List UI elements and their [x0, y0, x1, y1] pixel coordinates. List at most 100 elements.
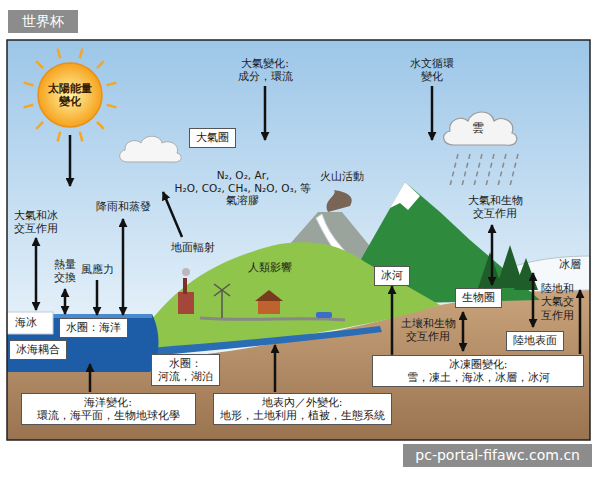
house — [258, 300, 280, 314]
process-label: 熱量 交換 — [54, 258, 76, 284]
sun-rays — [97, 61, 104, 68]
rain — [498, 154, 506, 186]
watermark: 世界杯 — [8, 10, 78, 33]
sun-rays — [36, 122, 43, 129]
cloud-shape: 雲 — [436, 105, 520, 151]
node-label: 雲 — [472, 121, 484, 135]
process-arrow — [163, 192, 182, 237]
sun-rays — [97, 122, 104, 129]
rain — [474, 154, 482, 186]
road — [200, 318, 345, 320]
node-label: 陸地表面 — [513, 334, 557, 347]
factory — [178, 292, 194, 314]
process-arrow — [122, 219, 125, 315]
sun-rays — [107, 105, 117, 108]
sun-rays — [58, 49, 61, 59]
change-box: 海洋變化:環流，海平面，生物地球化學 — [21, 393, 196, 425]
house — [255, 290, 283, 314]
watermark: pc-portal-fifawc.com.cn — [403, 444, 592, 467]
cloud-outline — [444, 112, 517, 145]
sea-ice — [7, 312, 53, 334]
car — [316, 312, 332, 318]
volcano — [327, 190, 352, 212]
mountain — [390, 182, 420, 210]
sun-rays — [80, 49, 83, 59]
node-heading: 地表內／外變化: — [220, 396, 385, 409]
flow-arrow — [391, 286, 394, 355]
process-arrow — [36, 86, 580, 392]
factory — [182, 268, 190, 276]
node-heading: 冰凍圈變化: — [379, 358, 577, 371]
gas-list: N₂, O₂, Ar, H₂O, CO₂, CH₄, N₂O, O₃, 等 氣溶… — [175, 169, 312, 207]
sun-rays — [36, 61, 43, 68]
process-label: 土壤和生物 交互作用 — [401, 317, 456, 343]
process-arrow — [69, 135, 72, 186]
small-cloud — [120, 136, 182, 162]
process-arrow — [64, 289, 67, 314]
windmill — [214, 284, 230, 296]
process-label: 大氣變化: 成分，環流 — [238, 57, 293, 83]
node-heading: 海洋變化: — [28, 396, 189, 409]
sun-rays — [24, 49, 117, 142]
process-label: 地面輻射 — [171, 241, 215, 254]
node-heading: 水圈： — [158, 357, 213, 370]
node-body: 河流，湖泊 — [158, 370, 213, 383]
glacier-box: 冰河 — [374, 266, 410, 285]
process-label: 水文循環 變化 — [410, 57, 454, 83]
process-arrow — [532, 273, 535, 327]
biosphere-box: 生物圈 — [455, 288, 502, 307]
process-arrow — [491, 225, 494, 285]
node-label: 大氣圈 — [196, 131, 229, 144]
windmill — [214, 284, 230, 318]
node-body: 雪，凍土，海冰，冰層，冰河 — [379, 371, 577, 384]
trees — [514, 258, 538, 290]
car — [316, 312, 332, 318]
process-arrow — [96, 280, 99, 315]
river — [150, 326, 382, 356]
factory — [183, 278, 187, 294]
sun-rays — [107, 83, 117, 86]
process-arrow — [274, 345, 277, 392]
process-label: 降雨和蒸發 — [96, 200, 151, 213]
process-arrow — [264, 86, 267, 140]
rain — [486, 154, 494, 186]
hill — [140, 242, 440, 352]
process-arrow — [462, 312, 465, 351]
node-label: 生物圈 — [462, 291, 495, 304]
process-label: 人類影響 — [248, 261, 292, 274]
small-cloud — [120, 136, 182, 162]
rain — [510, 154, 518, 186]
land-surface-box: 陸地表面 — [506, 331, 564, 350]
sky — [7, 40, 590, 440]
house — [255, 290, 283, 301]
rain — [450, 154, 518, 186]
process-label: 風應力 — [81, 263, 114, 276]
process-arrow — [89, 364, 92, 392]
river — [150, 326, 382, 356]
node-body: 地形，土地利用，植被，生態系統 — [220, 409, 385, 422]
process-label: 大氣和冰 交互作用 — [14, 209, 58, 235]
rain — [462, 154, 470, 186]
windmill — [221, 290, 223, 318]
frame — [7, 40, 590, 440]
node-label: 太陽能量 變化 — [48, 82, 92, 108]
part-label: 海冰 — [15, 316, 37, 329]
process-label: 火山活動 — [320, 170, 364, 183]
hill — [140, 242, 440, 352]
sun-circle: 太陽能量 變化 — [37, 62, 103, 128]
windmill — [214, 284, 230, 296]
sun-rays — [80, 132, 83, 142]
rain — [450, 154, 458, 186]
factory — [178, 268, 194, 314]
ocean-box: 水圈：海洋 — [59, 318, 128, 337]
ocean — [7, 314, 159, 372]
sphere-box: 大氣圈 — [189, 128, 236, 147]
change-box: 地表內／外變化:地形，土地利用，植被，生態系統 — [213, 393, 392, 425]
ocean — [7, 314, 159, 372]
node-label: 冰河 — [381, 269, 403, 282]
process-label: 大氣和生物 交互作用 — [468, 194, 523, 220]
frame — [7, 40, 590, 440]
trees — [478, 245, 538, 290]
road — [200, 318, 345, 320]
